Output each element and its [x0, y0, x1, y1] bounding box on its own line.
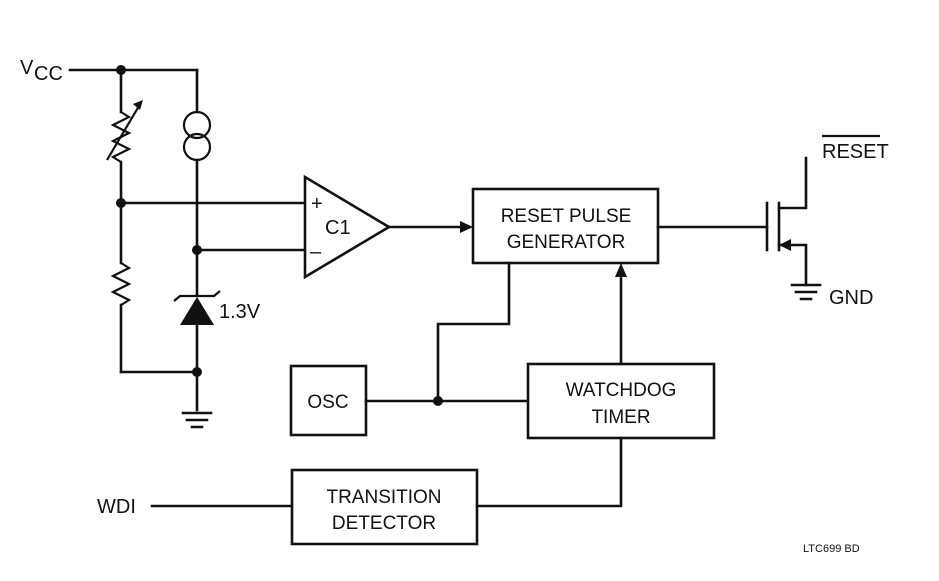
arrow-up-into-reset-pulse	[615, 263, 627, 277]
transition-to-watchdog-wire	[475, 436, 623, 508]
figure-id-label: LTC699 BD	[803, 543, 860, 555]
ground-junction-dot	[192, 367, 202, 377]
trim-resistor-icon	[106, 100, 143, 163]
zener-diode-icon	[173, 290, 221, 325]
arrow-into-reset-pulse	[460, 221, 473, 233]
comparator-minus-label: –	[310, 241, 322, 263]
comparator-label: C1	[325, 217, 351, 239]
current-source-icon	[182, 110, 212, 162]
mosfet-icon	[765, 156, 808, 287]
comparator-plus-label: +	[311, 193, 323, 215]
oscillator-block: OSC	[289, 364, 368, 437]
reset-pulse-label-line1: RESET PULSE	[501, 206, 632, 227]
comparator-c1: + – C1	[303, 174, 392, 280]
ground-icon	[181, 411, 213, 429]
watchdog-timer-block: WATCHDOG TIMER	[526, 362, 716, 440]
vcc-subscript: CC	[34, 63, 63, 85]
vcc-pin: V CC	[20, 57, 63, 85]
mosfet-ground-icon	[790, 283, 822, 301]
watchdog-label-line1: WATCHDOG	[566, 380, 677, 401]
watchdog-label-line2: TIMER	[591, 407, 650, 428]
resistor-icon	[110, 262, 132, 306]
reset-pulse-generator-block: RESET PULSE GENERATOR	[471, 187, 660, 265]
comparator-triangle	[303, 174, 392, 280]
osc-to-reset-pulse-wire	[436, 261, 511, 403]
gnd-pin-label: GND	[829, 287, 873, 309]
wdi-pin-label: WDI	[97, 496, 136, 518]
reset-pulse-label-line2: GENERATOR	[507, 232, 626, 253]
reset-pin-label: RESET	[822, 141, 889, 163]
transition-detector-block: TRANSITION DETECTOR	[290, 468, 479, 546]
transition-label-line1: TRANSITION	[326, 487, 441, 508]
vcc-label: V	[20, 57, 34, 79]
zener-voltage-label: 1.3V	[219, 301, 261, 323]
transition-label-line2: DETECTOR	[332, 513, 436, 534]
oscillator-label: OSC	[307, 392, 348, 413]
